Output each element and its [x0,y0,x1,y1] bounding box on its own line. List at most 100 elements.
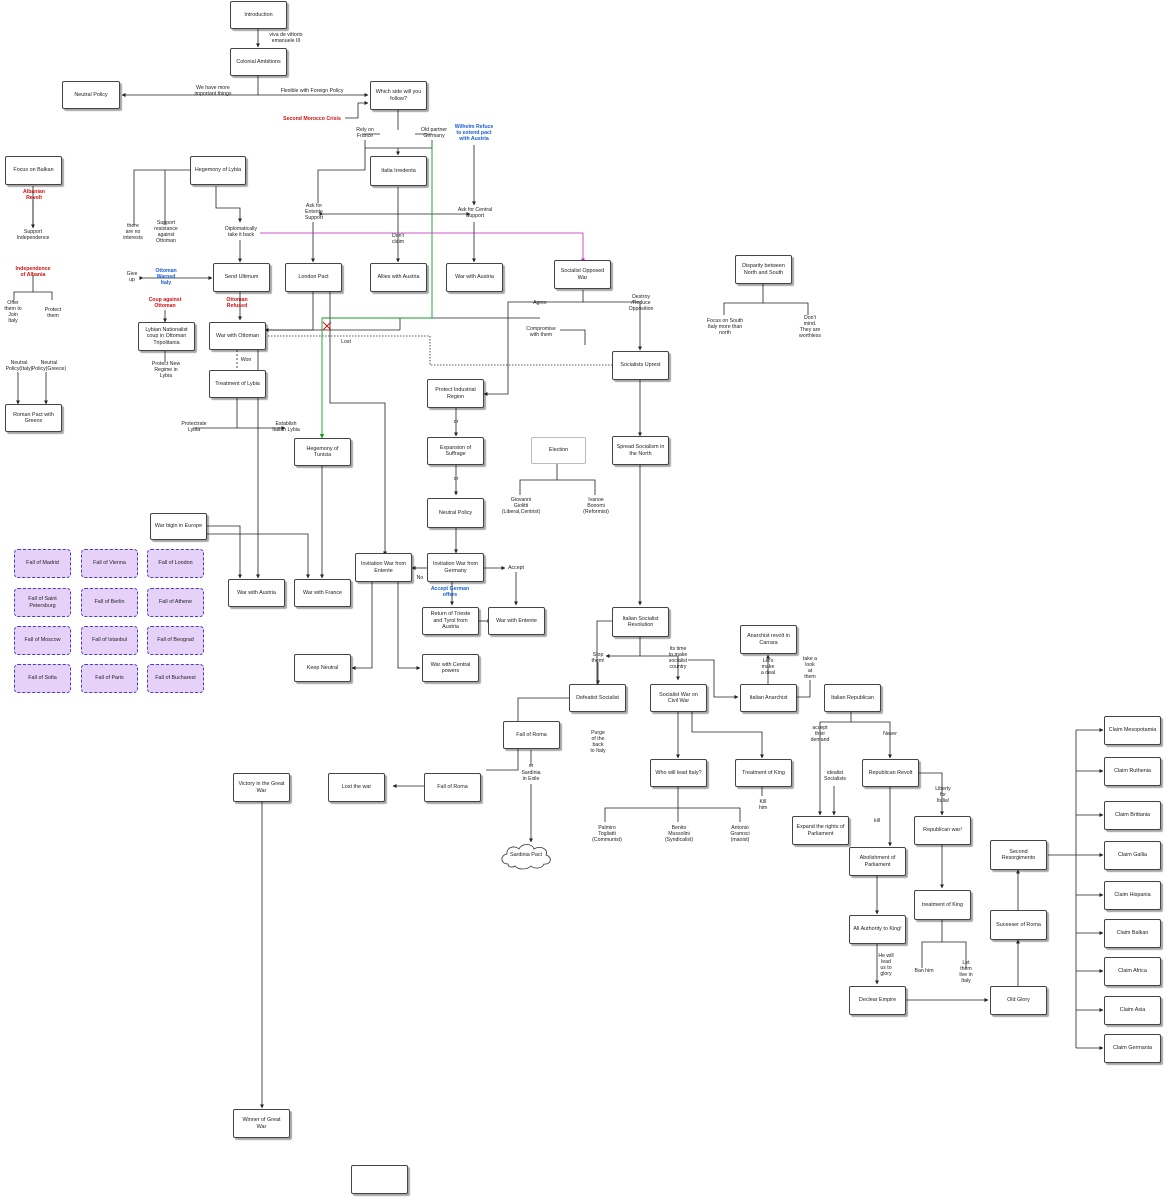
label-establish-italian-lybia: Establish Italian Lybia [272,421,300,433]
node-expand-parliament[interactable]: Expand the rights of Parliament [792,816,849,845]
node-lost-the-war[interactable]: Lost the war [328,773,385,802]
node-defeatist-socialist[interactable]: Defeatist Socialist [569,684,626,712]
node-fall-moscow[interactable]: Fall of Moscow [14,626,71,655]
node-empty-box[interactable] [351,1165,408,1194]
node-invitation-entente[interactable]: Invitation War from Entente [355,553,412,582]
label-agree: Agree [533,300,547,306]
node-spread-socialism[interactable]: Spread Socialism in the North [612,436,669,465]
node-republican-war[interactable]: Republican war! [914,816,971,845]
node-all-authority-king[interactable]: All Authority to King! [849,915,906,944]
node-war-entente[interactable]: War with Entente [488,607,545,635]
node-claim-gallia[interactable]: Claim Gallia [1104,841,1161,870]
node-italian-republican[interactable]: Italian Republican [824,684,881,712]
label-giovanni-giolitti: Giovanni Giolitti (Liberal,Centrist) [501,497,541,515]
node-war-begin-europe[interactable]: War bigin in Europe [150,513,207,540]
node-hegemony-lybia[interactable]: Hegemony of Lybia [190,156,246,185]
node-claim-mesopotamia[interactable]: Claim Mesopotamia [1104,716,1161,745]
label-ivanoe-bonomi: Ivanoe Bonomi (Reformist) [583,497,609,515]
node-fall-berlin[interactable]: Fall of Berlin [81,588,138,617]
node-fall-saint-petersburg[interactable]: Fall of Saint Petersburg [14,588,71,617]
node-who-lead-italy[interactable]: Who will lead Italy? [650,759,707,787]
label-rely-on-france: Rely on France [356,127,374,139]
node-war-france[interactable]: War with France [294,579,351,607]
node-italia-irredenta[interactable]: Italia Irredenta [370,156,427,186]
label-support-resistance: Support resistance against Ottoman [154,220,178,244]
node-roman-pact-greece[interactable]: Roman Pact with Greece [5,404,62,432]
node-election[interactable]: Election [531,437,586,464]
node-claim-africa[interactable]: Claim Africa [1104,957,1161,986]
node-victory-great-war[interactable]: Victory in the Great War [233,773,290,802]
node-fall-madrid[interactable]: Fall of Madrid [14,549,71,578]
node-which-side[interactable]: Which side will you follow? [370,81,427,110]
node-expansion-suffrage[interactable]: Expansion of Suffrage [427,437,484,465]
node-italian-anarchist[interactable]: Italian Anarchist [740,684,797,712]
node-abolishment-parliament[interactable]: Abolishment of Parliament [849,847,906,876]
label-compromise: Compromise with them [526,326,556,338]
label-no: No [416,575,424,581]
sardinia-pact-cloud[interactable] [498,842,554,870]
node-treatment-king[interactable]: Treatment of King [735,759,792,787]
node-anarchist-revolt[interactable]: Anarchist revolt in Carrara [740,625,797,654]
node-socialist-civil-war[interactable]: Socialist War on Civil War [650,684,707,712]
node-protect-industrial[interactable]: Protect Industrial Region [427,379,484,408]
node-introduction[interactable]: Introduction [230,1,287,29]
node-send-ultimum[interactable]: Send Ultimum [213,263,270,292]
node-keep-neutral[interactable]: Keep Neutral [294,654,351,682]
node-neutral-policy-top[interactable]: Neutral Policy [62,81,120,109]
node-return-trieste[interactable]: Return of Trieste and Tyrol from Austria [422,607,479,635]
node-old-glory[interactable]: Old Glory [990,986,1047,1015]
node-treatment-lybia[interactable]: Treatment of Lybia [209,370,266,398]
node-fall-athene[interactable]: Fall of Athene [147,588,204,617]
label-focus-south: Focus on South Italy more than north [706,318,744,336]
node-london-pact[interactable]: London Pact [285,263,342,292]
node-colonial-ambitions[interactable]: Colonial Ambitions [230,48,287,76]
node-claim-ruthenia[interactable]: Claim Ruthenia [1104,757,1161,786]
node-fall-istanbul[interactable]: Fall of Istanbul [81,626,138,655]
node-disparity[interactable]: Disparity between North and South [735,255,792,284]
label-important-things: We have more important things [194,85,232,97]
label-protect-new-regime: Protect New Regime in Lybia [151,361,181,379]
node-lybian-nationalist[interactable]: Lybian Nationalist coup in Ottoman Tripo… [138,322,195,351]
node-war-austria-top[interactable]: War with Austria [446,263,503,292]
label-independence-albania: Independence of Albania [15,266,51,278]
node-fall-beograd[interactable]: Fall of Beograd [147,626,204,655]
label-lets-make-deal: Let's make a deal [760,658,776,676]
sardinia-pact-label: Sardinia Pact [509,852,543,858]
node-fall-paris[interactable]: Fall of Paris [81,664,138,693]
node-declear-empire[interactable]: Declear Empire [849,986,906,1015]
node-fall-of-roma-top[interactable]: Fall of Roma [503,721,560,749]
label-kill: kill [873,818,881,824]
node-neutral-policy-mid[interactable]: Neutral Policy [427,498,484,528]
node-fall-sofia[interactable]: Fall of Sofia [14,664,71,693]
node-war-central-powers[interactable]: War with Central powers [422,654,479,682]
node-hegemony-tunisia[interactable]: Hegemony of Tunisia [294,438,351,466]
label-ottoman-warned: Ottoman Warned Italy [155,268,177,286]
node-claim-germania[interactable]: Claim Germania [1104,1034,1161,1063]
node-fall-of-roma-mid[interactable]: Fall of Roma [424,773,481,802]
node-socialists-upriest[interactable]: Socialists Uprest [612,351,669,380]
node-fall-vienna[interactable]: Fall of Vienna [81,549,138,578]
node-socialist-opposed[interactable]: Socialist Opposed War [554,260,611,289]
node-fall-bucharest[interactable]: Fall of Bucharest [147,664,204,693]
node-war-austria-mid[interactable]: War with Austria [228,579,285,607]
node-republican-revolt[interactable]: Republican Revolt [862,759,919,787]
node-claim-asia[interactable]: Claim Asia [1104,996,1161,1025]
node-fall-london[interactable]: Fall of London [147,549,204,578]
node-focus-on-balkan[interactable]: Focus on Balkan [5,156,62,185]
node-allies-austria[interactable]: Allies with Austria [370,263,427,292]
label-protect-them: Protect them [44,307,62,319]
node-claim-hispania[interactable]: Claim Hispania [1104,881,1161,910]
node-invitation-germany[interactable]: Invitation War from Germany [427,553,484,582]
node-italian-socialist-revolution[interactable]: Italian Socialist Revolution [612,607,669,637]
node-war-ottoman[interactable]: War with Ottoman [209,322,266,350]
node-winner-great-war[interactable]: Winner of Great War [233,1109,290,1138]
label-dont-claim: Don't claim [391,233,405,245]
node-claim-balkan[interactable]: Claim Balkan [1104,919,1161,948]
node-second-risorgimento[interactable]: Second Resorgimento [990,840,1047,870]
node-claim-brittania[interactable]: Claim Brittania [1104,801,1161,830]
node-treatment-king-2[interactable]: treatment of King [914,890,971,920]
label-dont-mind: Don't mind. They are worthless [799,315,821,339]
label-give-up: Give up [126,271,138,283]
node-successor-roma[interactable]: Suceeser of Roma [990,910,1047,940]
